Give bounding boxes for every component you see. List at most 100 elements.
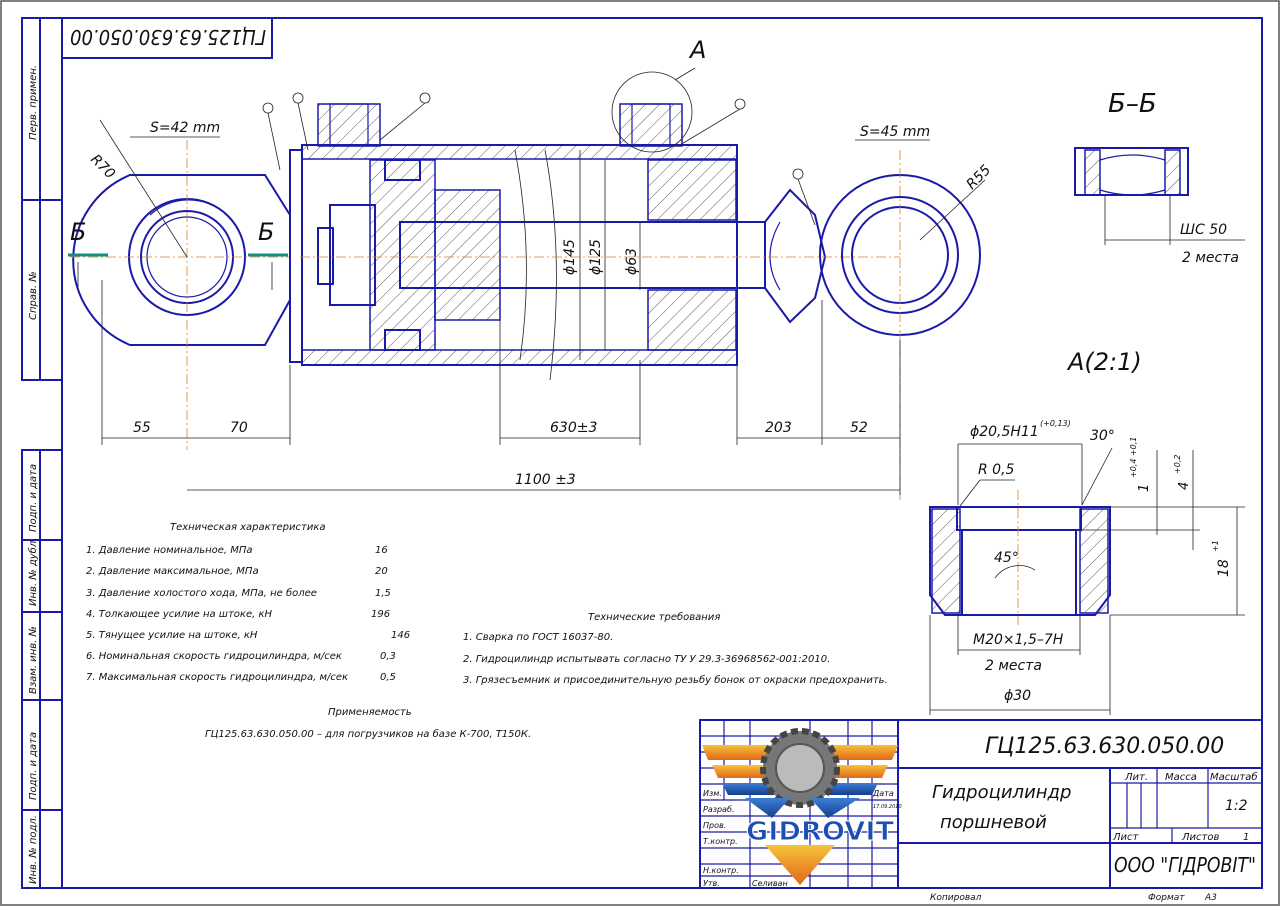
detail-qty: 2 места xyxy=(985,658,1042,674)
detail-title: А(2:1) xyxy=(1066,348,1142,376)
sheets-label: Листов xyxy=(1181,832,1219,843)
dim-55: 55 xyxy=(133,420,151,436)
tech-req-item: 3. Грязесъемник и присоединительную резь… xyxy=(463,674,888,686)
detail-groove-depth: 1 xyxy=(1137,484,1152,492)
tech-char-label: 5. Тянущее усилие на штоке, кН xyxy=(86,630,258,641)
tech-req-item: 2. Гидроцилиндр испытывать согласно ТУ У… xyxy=(463,654,830,665)
tech-char-value: 196 xyxy=(371,609,390,620)
lit-label: Лит. xyxy=(1124,772,1148,783)
dim-phi63: ϕ63 xyxy=(624,248,640,275)
detail-groove-width-tol: +0,2 xyxy=(1173,455,1182,474)
left-eye-thickness: S=42 mm xyxy=(150,120,220,136)
dim-630: 630±3 xyxy=(550,420,597,436)
tech-char-value: 16 xyxy=(375,545,388,556)
side-label: Инв. № дубл. xyxy=(27,538,39,606)
tech-char-value: 0,3 xyxy=(380,651,396,662)
row-label: Пров. xyxy=(703,821,726,830)
dim-1100: 1100 ±3 xyxy=(515,472,576,488)
tech-char-value: 20 xyxy=(375,566,388,577)
tech-char-title: Техническая характеристика xyxy=(170,522,326,533)
product-name-1: Гидроцилиндр xyxy=(932,782,1071,803)
stamp-designation: ГЦ125.63.630.050.00 xyxy=(70,25,266,49)
scale-label: Масштаб xyxy=(1210,771,1258,783)
side-label: Справ. № xyxy=(28,271,39,320)
row-label: Разраб. xyxy=(703,805,734,814)
detail-groove-width: 4 xyxy=(1177,482,1192,490)
bearing-label: ШС 50 xyxy=(1180,222,1227,238)
section-title: Б–Б xyxy=(1108,89,1157,119)
detail-chamfer-angle: 30° xyxy=(1090,428,1115,444)
tech-char-value: 0,5 xyxy=(380,672,396,683)
copied-label: Копировал xyxy=(930,893,982,903)
tech-char-value: 146 xyxy=(391,630,410,641)
tech-req-item: 1. Сварка по ГОСТ 16037-80. xyxy=(463,632,613,643)
detail-radius: R 0,5 xyxy=(978,462,1015,478)
sheets-value: 1 xyxy=(1243,832,1249,843)
right-eye-thickness: S=45 mm xyxy=(860,124,930,140)
title-block: Изм. Разраб. Пров. Т.контр. Н.контр. Утв… xyxy=(699,719,1263,903)
detail-bore: ϕ20,5H11 xyxy=(970,424,1039,440)
tech-requirements: Технические требования 1. Сварка по ГОСТ… xyxy=(463,611,888,686)
bearing-qty: 2 места xyxy=(1182,250,1239,266)
section-bb: Б–Б ШС 50 2 места xyxy=(1074,89,1245,266)
main-dimensions: 55 70 630±3 203 52 1100 ±3 xyxy=(101,280,901,495)
date-value: 17.09.2010 xyxy=(873,804,902,810)
tech-char-label: 6. Номинальная скорость гидроцилиндра, м… xyxy=(86,651,342,662)
row-label: Изм. xyxy=(703,789,722,798)
row-label: Т.контр. xyxy=(703,837,738,846)
side-label: Подп. и дата xyxy=(28,732,39,800)
detail-bore-tol: (+0,13) xyxy=(1040,419,1071,428)
right-eye-radius: R55 xyxy=(964,162,995,193)
detail-angle45: 45° xyxy=(994,550,1019,566)
approver: Селиван xyxy=(752,879,788,888)
row-label: Утв. xyxy=(703,879,720,888)
top-stamp: ГЦ125.63.630.050.00 xyxy=(61,17,273,59)
tech-req-title: Технические требования xyxy=(588,611,720,623)
detail-outer-dia: ϕ30 xyxy=(1004,688,1031,704)
left-eye-view: S=42 mm R70 Б Б xyxy=(68,119,291,450)
detail-a: А(2:1) ϕ20,5H11 (+0,13) 30° R 0,5 1 +0,4… xyxy=(929,348,1245,715)
dim-203: 203 xyxy=(765,420,792,436)
side-label: Перв. примен. xyxy=(28,65,39,140)
detail-height-tol: +1 xyxy=(1211,540,1220,552)
side-strip: Перв. примен. Справ. № Подп. и дата Инв.… xyxy=(21,17,63,889)
row-label: Н.контр. xyxy=(703,866,739,875)
applicability-title: Применяемость xyxy=(328,707,412,718)
mass-label: Масса xyxy=(1165,772,1197,783)
tech-characteristics: Техническая характеристика 1. Давление н… xyxy=(86,522,531,740)
tech-char-label: 7. Максимальная скорость гидроцилиндра, … xyxy=(86,672,348,683)
cylinder-section: ϕ145 ϕ125 ϕ63 А xyxy=(262,36,900,381)
tech-char-label: 2. Давление максимальное, МПа xyxy=(86,566,259,577)
company-name: ООО "ГІДРОВІТ" xyxy=(1114,853,1256,877)
logo-text: GIDROVIT xyxy=(746,817,894,847)
designation: ГЦ125.63.630.050.00 xyxy=(985,734,1224,759)
side-label: Инв. № подл. xyxy=(28,815,39,884)
detail-groove-tol: +0,4 +0,1 xyxy=(1129,437,1138,478)
side-label: Подп. и дата xyxy=(28,464,39,532)
date-label: Дата xyxy=(872,789,894,798)
right-eye-view: S=45 mm R55 xyxy=(819,124,995,500)
dim-70: 70 xyxy=(230,420,248,436)
format-label: Формат xyxy=(1148,893,1185,903)
tech-char-value: 1,5 xyxy=(375,588,391,599)
side-label: Взам. инв. № xyxy=(28,626,39,694)
tech-char-label: 4. Толкающее усилие на штоке, кН xyxy=(86,609,272,620)
detail-height: 18 xyxy=(1216,559,1232,577)
detail-mark: А xyxy=(688,36,706,64)
section-mark-right: Б xyxy=(258,218,274,246)
dim-phi125: ϕ125 xyxy=(588,239,604,275)
scale-value: 1:2 xyxy=(1225,798,1248,814)
gidrovit-logo: GIDROVIT xyxy=(702,728,898,885)
section-mark-left: Б xyxy=(70,218,86,246)
tech-char-label: 1. Давление номинальное, МПа xyxy=(86,545,253,556)
product-name-2: поршневой xyxy=(940,812,1047,833)
applicability-text: ГЦ125.63.630.050.00 – для погрузчиков на… xyxy=(205,728,531,740)
format-value: А3 xyxy=(1204,893,1217,903)
left-eye-radius: R70 xyxy=(87,152,118,183)
dim-phi145: ϕ145 xyxy=(562,239,578,275)
dim-52: 52 xyxy=(850,420,868,436)
detail-thread: M20×1,5–7H xyxy=(973,632,1064,648)
sheet-label: Лист xyxy=(1112,832,1140,843)
